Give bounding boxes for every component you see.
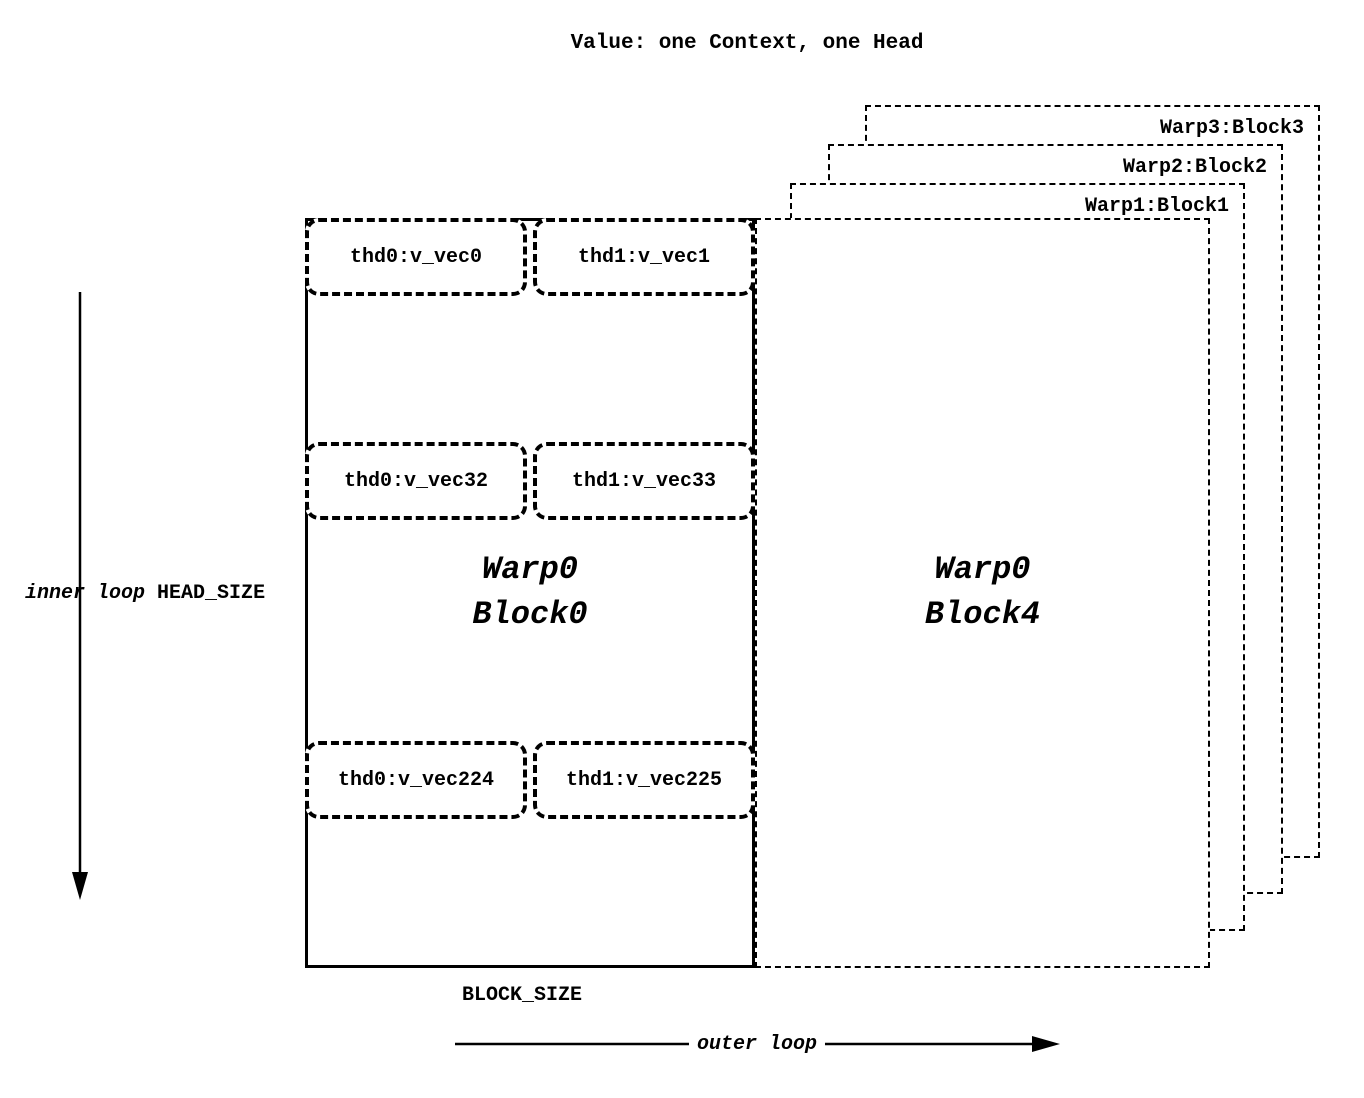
- thd-row-1: thd0:v_vec32 thd1:v_vec33: [305, 442, 755, 520]
- thd-box-v-vec32: thd0:v_vec32: [305, 442, 527, 520]
- thd-box-v-vec225: thd1:v_vec225: [533, 741, 755, 819]
- block4-title: Warp0 Block4: [925, 548, 1040, 638]
- block4-title-line1: Warp0: [934, 551, 1031, 589]
- thd-box-v-vec1: thd1:v_vec1: [533, 218, 755, 296]
- block-warp0-block4: Warp0 Block4: [755, 218, 1210, 968]
- thd-row-0: thd0:v_vec0 thd1:v_vec1: [305, 218, 755, 296]
- thd-box-v-vec33: thd1:v_vec33: [533, 442, 755, 520]
- inner-loop-text: inner loop: [25, 582, 146, 605]
- thd-row-2: thd0:v_vec224 thd1:v_vec225: [305, 741, 755, 819]
- head-size-label: HEAD_SIZE: [157, 582, 266, 605]
- block-warp2-label: Warp2:Block2: [1122, 156, 1267, 179]
- outer-loop-label: outer loop: [688, 1033, 826, 1056]
- thd-box-v-vec224: thd0:v_vec224: [305, 741, 527, 819]
- thd-box-v-vec0: thd0:v_vec0: [305, 218, 527, 296]
- block-warp3-label: Warp3:Block3: [1159, 117, 1304, 140]
- inner-loop-arrow: [72, 292, 88, 900]
- block-warp1-label: Warp1:Block1: [1084, 195, 1229, 218]
- diagram-title: Value: one Context, one Head: [570, 32, 924, 55]
- block0-title-line2: Block0: [472, 596, 588, 633]
- block4-title-line2: Block4: [924, 596, 1041, 633]
- block0-title-line1: Warp0: [481, 551, 578, 589]
- inner-loop-label: inner loop HEAD_SIZE: [25, 582, 265, 605]
- block0-title: Warp0 Block0: [472, 548, 587, 638]
- block-size-label: BLOCK_SIZE: [461, 984, 583, 1007]
- block-warp0-block0: Warp0 Block0: [305, 218, 755, 968]
